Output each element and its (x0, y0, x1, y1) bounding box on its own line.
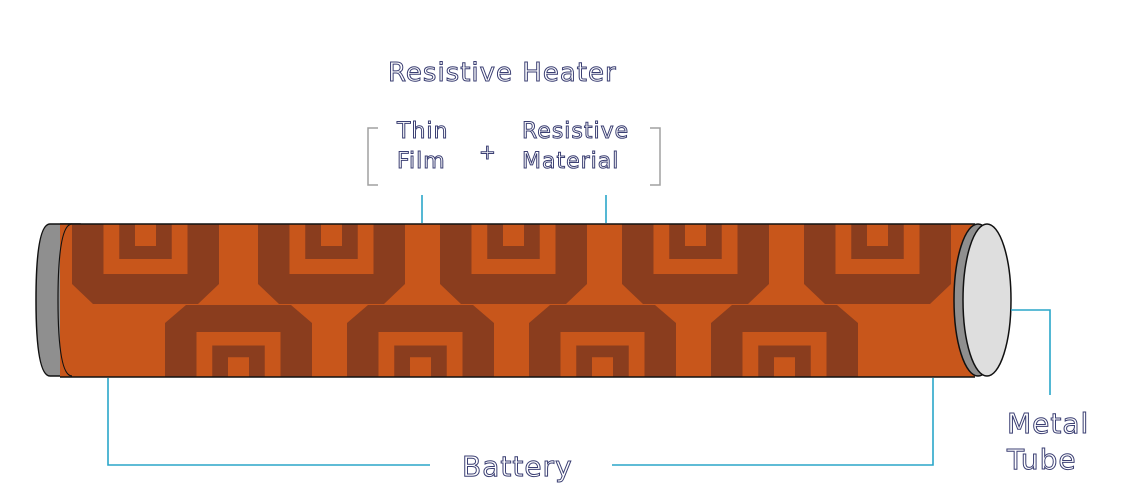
resistive-material-line-1: Resistive (521, 119, 630, 145)
metal-tube-line-1: Metal (1006, 407, 1090, 441)
resistive-heater-title: Resistive Heater (388, 58, 617, 89)
metal-tube-label: Metal Tube (1006, 406, 1090, 478)
battery-leader-left (107, 378, 430, 466)
battery-label: Battery (462, 450, 573, 484)
right-bracket (650, 127, 661, 186)
left-bracket (367, 127, 378, 186)
thin-film-line-1: Thin (396, 119, 449, 145)
resistive-material-label: Resistive Material (521, 117, 630, 177)
battery-leader-right (612, 378, 934, 466)
plus-sign: + (479, 140, 497, 165)
metal-tube-end-face (962, 223, 1012, 377)
thin-film-label: Thin Film (396, 117, 449, 177)
resistive-material-line-2: Material (521, 149, 620, 175)
metal-tube-leader (1011, 309, 1051, 395)
metal-tube-line-2: Tube (1006, 443, 1077, 477)
thin-film-line-2: Film (396, 149, 446, 175)
